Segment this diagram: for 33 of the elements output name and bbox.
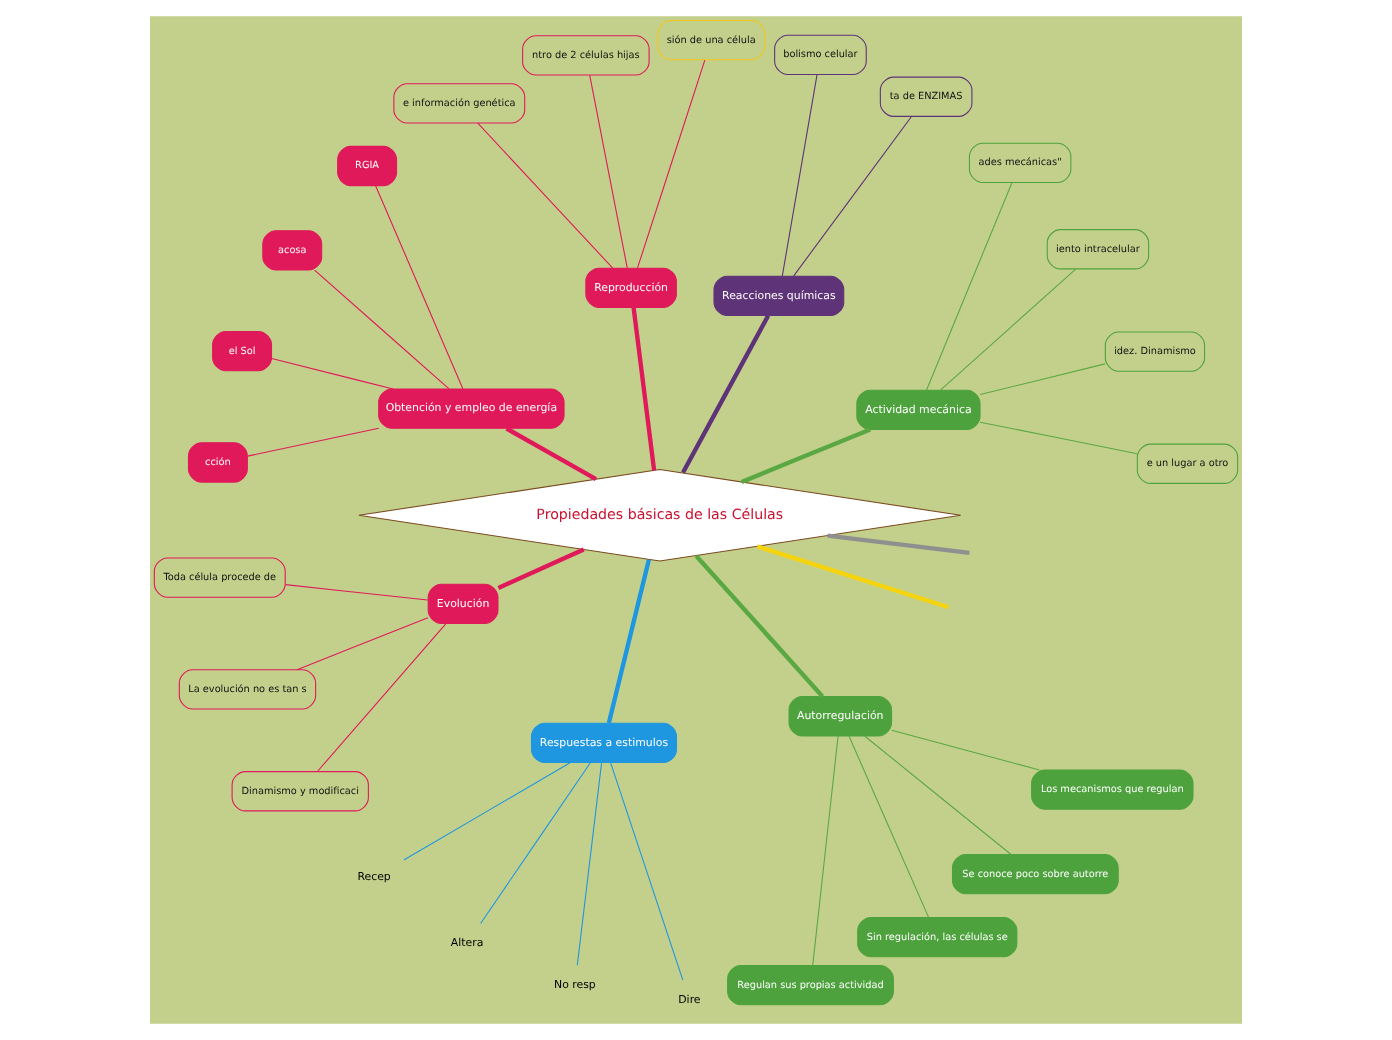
connector — [589, 74, 628, 269]
connector — [812, 735, 839, 966]
connector — [793, 115, 913, 277]
connector — [284, 584, 429, 601]
connector — [480, 762, 591, 924]
connector — [740, 427, 872, 484]
connector — [403, 762, 571, 861]
connector — [631, 307, 657, 471]
connector — [375, 185, 464, 390]
connector — [781, 74, 818, 277]
connector — [610, 762, 684, 981]
connector — [756, 544, 950, 610]
connector — [576, 762, 603, 966]
connector — [848, 735, 930, 918]
connector — [979, 421, 1138, 455]
connector — [926, 182, 1013, 391]
connector — [606, 559, 651, 724]
connector — [694, 554, 825, 698]
connector — [681, 314, 771, 474]
connector — [939, 268, 1077, 391]
connector — [891, 729, 1040, 771]
connector — [316, 623, 447, 773]
connector — [477, 122, 614, 269]
connector — [271, 358, 394, 390]
connector — [636, 59, 706, 269]
connector — [864, 735, 1012, 855]
connector — [505, 426, 598, 482]
connector — [827, 533, 970, 556]
connector — [497, 547, 585, 590]
connector — [314, 269, 450, 390]
connector — [247, 427, 380, 457]
connector — [979, 363, 1106, 396]
connector — [296, 617, 429, 671]
